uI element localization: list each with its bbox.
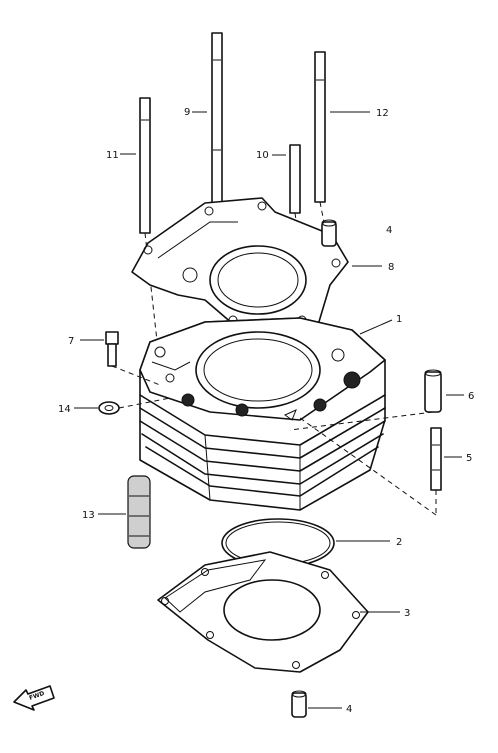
callout-4-bottom: 4 [346, 704, 352, 715]
callout-10: 10 [256, 150, 269, 161]
callout-11: 11 [106, 150, 119, 161]
front-arrow-icon: FWD [13, 685, 55, 711]
head-gasket [131, 197, 349, 336]
callout-2: 2 [396, 537, 402, 548]
base-gasket-3 [157, 551, 369, 673]
callout-5: 5 [466, 453, 472, 464]
callout-1: 1 [396, 314, 402, 325]
callout-8: 8 [388, 262, 394, 273]
callout-13: 13 [82, 510, 95, 521]
bolt-7 [105, 331, 161, 386]
callout-9: 9 [184, 107, 190, 118]
dowel-pin-4-bottom [291, 690, 307, 718]
dowel-pin-4-top [321, 219, 337, 247]
callout-12: 12 [376, 108, 389, 119]
callout-14: 14 [58, 404, 71, 415]
stud-11 [139, 97, 159, 351]
sleeve-13 [127, 475, 151, 549]
callout-4-top: 4 [386, 225, 392, 236]
callout-3: 3 [404, 608, 410, 619]
callout-7: 7 [68, 336, 74, 347]
washer-14 [98, 397, 171, 415]
stud-5-short [299, 417, 442, 516]
cylinder-block [139, 317, 386, 511]
front-arrow-label: FWD [28, 690, 45, 702]
dowel-pin-6 [289, 369, 442, 431]
leader-lines [74, 111, 464, 709]
callout-6: 6 [468, 391, 474, 402]
stud-10 [289, 144, 303, 263]
